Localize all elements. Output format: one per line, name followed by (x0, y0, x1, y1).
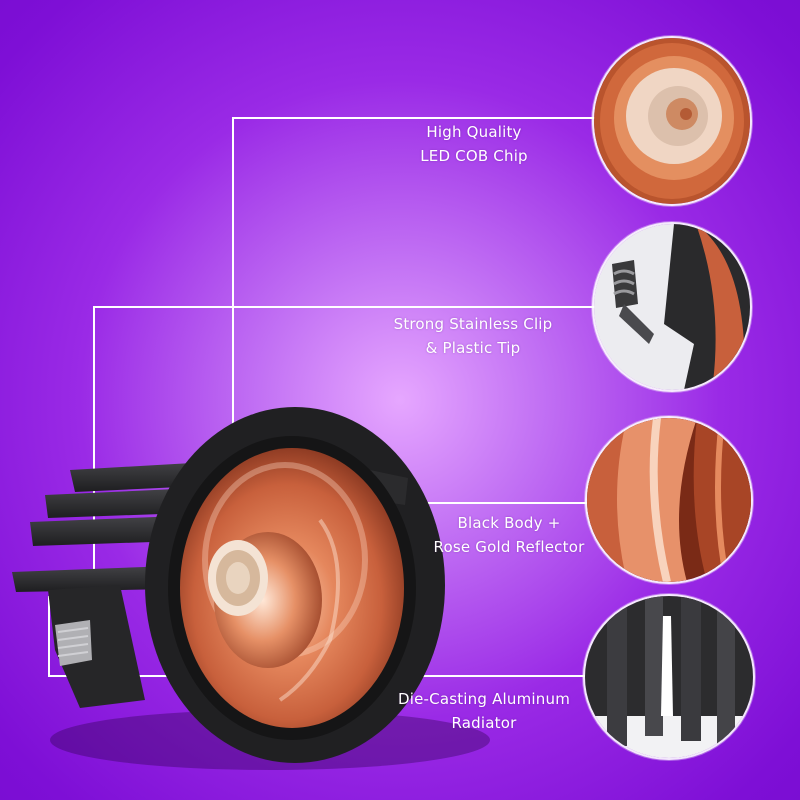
feature-label-stainless-clip: Strong Stainless Clip & Plastic Tip (358, 312, 588, 360)
feature-label-line: & Plastic Tip (425, 339, 521, 357)
feature-label-radiator: Die-Casting Aluminum Radiator (370, 687, 598, 735)
cob-chip-closeup-icon (594, 38, 750, 204)
feature-label-line: Die-Casting Aluminum (397, 690, 571, 708)
feature-label-line: Radiator (451, 714, 517, 732)
reflector-closeup-icon (587, 418, 751, 582)
feature-label-reflector: Black Body + Rose Gold Reflector (408, 511, 610, 559)
cob-chip-closeup-thumbnail (594, 38, 750, 204)
feature-label-line: High Quality (426, 123, 522, 141)
aluminum-fins-closeup-icon (585, 596, 753, 758)
feature-label-line: LED COB Chip (420, 147, 528, 165)
callout-line-cob (232, 117, 596, 573)
feature-label-led-cob-chip: High Quality LED COB Chip (384, 120, 564, 168)
spring-clip-closeup-icon (594, 224, 750, 390)
spring-clip-closeup-thumbnail (594, 224, 750, 390)
feature-label-line: Strong Stainless Clip (393, 315, 553, 333)
feature-label-line: Rose Gold Reflector (433, 538, 585, 556)
reflector-closeup-thumbnail (587, 418, 751, 582)
feature-label-line: Black Body + (457, 514, 561, 532)
aluminum-fins-closeup-thumbnail (585, 596, 753, 758)
